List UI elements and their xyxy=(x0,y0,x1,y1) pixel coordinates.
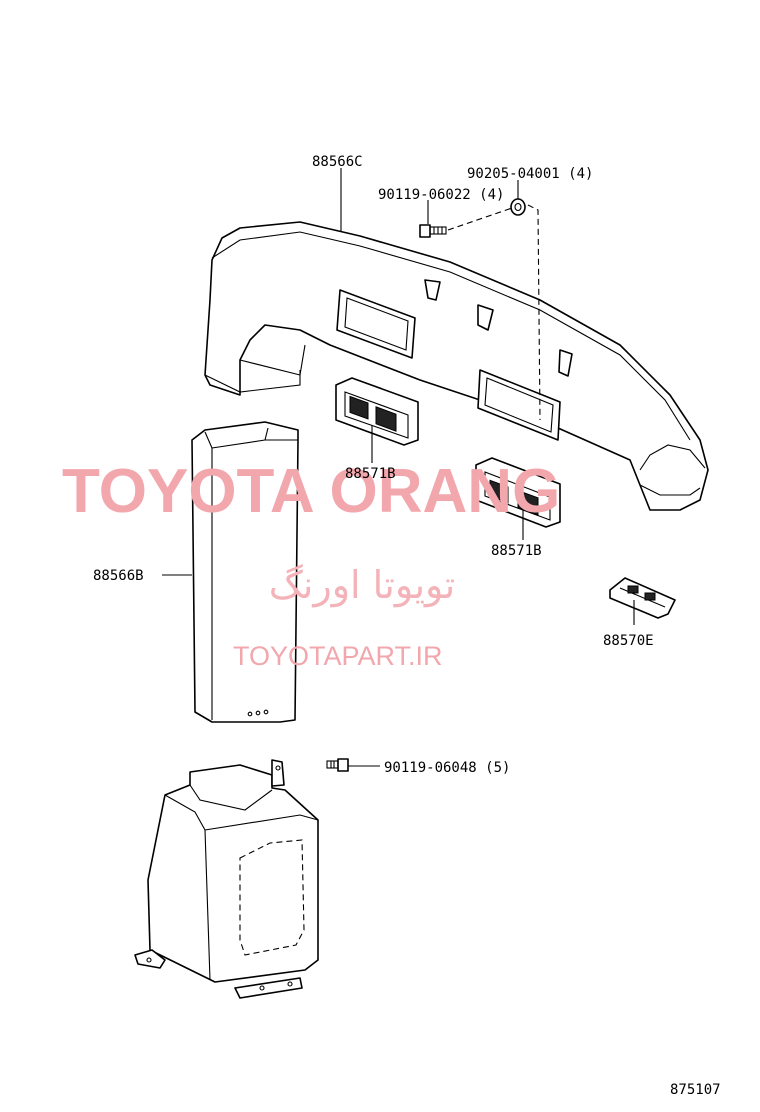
upper-duct xyxy=(204,221,709,511)
label-90119-06022: 90119-06022 (4) xyxy=(378,187,504,203)
watermark-brand: TOYOTA ORANG xyxy=(62,457,560,526)
watermark-persian: تویوتا اورنگ xyxy=(269,563,456,608)
nut xyxy=(510,198,526,216)
label-90119-06048: 90119-06048 (5) xyxy=(384,760,510,776)
register-right xyxy=(475,457,561,528)
register-small xyxy=(609,577,676,619)
bolt-lower xyxy=(326,758,349,772)
label-88566C: 88566C xyxy=(312,154,363,170)
label-90205-04001: 90205-04001 (4) xyxy=(467,166,593,182)
figure-number: 875107 xyxy=(670,1082,721,1098)
watermark-url: TOYOTAPART.IR xyxy=(233,641,443,671)
label-88571B-right: 88571B xyxy=(491,543,542,559)
label-88570E: 88570E xyxy=(603,633,654,649)
blower-cover xyxy=(134,759,319,999)
label-88571B-left: 88571B xyxy=(345,466,396,482)
side-duct xyxy=(191,421,299,723)
register-left xyxy=(335,377,419,446)
bolt-upper xyxy=(419,224,447,238)
label-88566B: 88566B xyxy=(93,568,144,584)
